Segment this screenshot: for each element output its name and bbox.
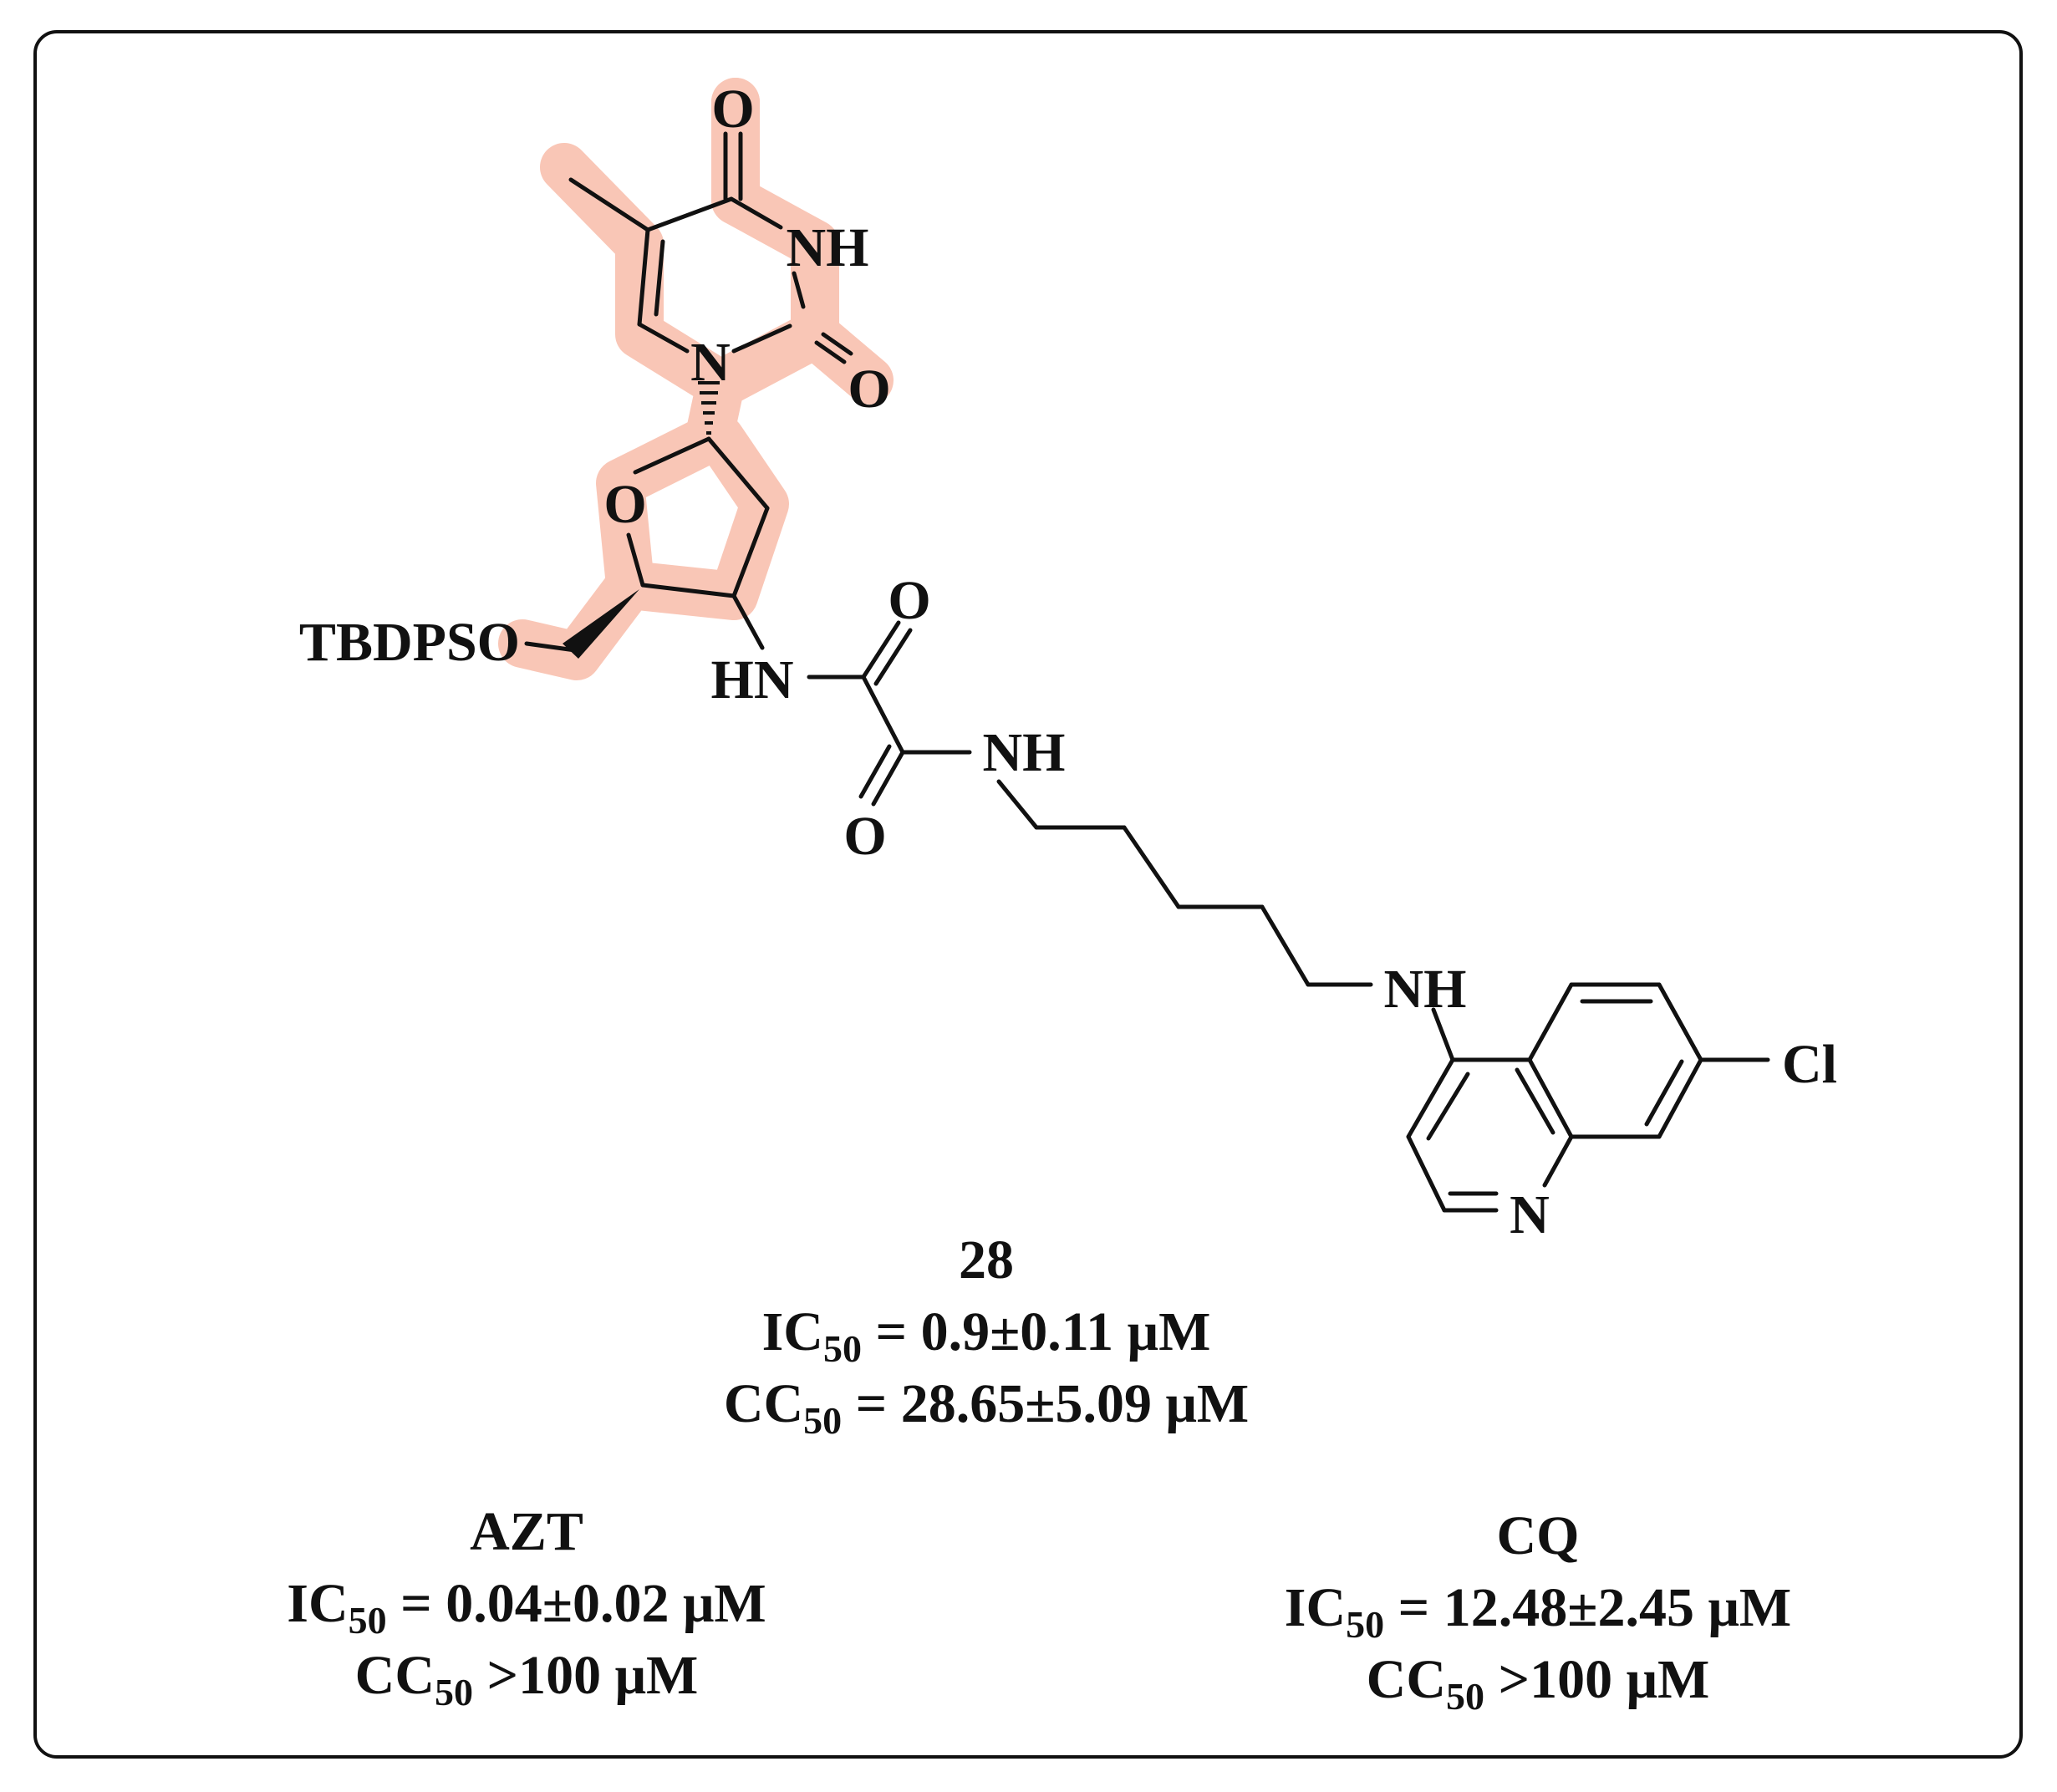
atom-label-n-quinoline: N	[1510, 1184, 1550, 1245]
azt-caption: AZT IC50 = 0.04±0.02 μM CC50 >100 μM	[192, 1496, 861, 1712]
atom-label-o-right: O	[848, 359, 890, 420]
azt-label: AZT	[470, 1501, 583, 1562]
atom-label-n1: N	[690, 332, 731, 393]
atom-label-o-top: O	[711, 79, 754, 140]
cq-caption: CQ IC50 = 12.48±2.45 μM CC50 >100 μM	[1204, 1500, 1872, 1716]
compound-ic50: IC50 = 0.9±0.11 μM	[761, 1301, 1211, 1370]
cq-cc50: CC50 >100 μM	[1366, 1649, 1710, 1718]
compound-label: 28	[959, 1229, 1014, 1291]
atom-label-cl: Cl	[1782, 1034, 1837, 1095]
cq-label: CQ	[1496, 1505, 1580, 1566]
atom-label-hn: HN	[711, 649, 794, 710]
cq-ic50: IC50 = 12.48±2.45 μM	[1284, 1577, 1792, 1646]
atom-label-o-oxalyl-1: O	[888, 570, 930, 631]
atom-label-nh-amide: NH	[983, 722, 1066, 783]
atom-label-tbdpso: TBDPSO	[299, 612, 520, 673]
atom-label-nh-ring: NH	[787, 217, 869, 278]
wedge-bond	[563, 589, 639, 659]
atom-label-o-ring: O	[603, 474, 646, 535]
bond-lines	[524, 131, 1770, 1213]
atom-label-o-oxalyl-2: O	[843, 806, 886, 867]
compound-cc50: CC50 = 28.65±5.09 μM	[723, 1373, 1250, 1442]
atom-label-nh-quinoline: NH	[1384, 959, 1467, 1020]
azt-cc50: CC50 >100 μM	[354, 1645, 699, 1713]
compound-28-caption: 28 IC50 = 0.9±0.11 μM CC50 = 28.65±5.09 …	[652, 1224, 1321, 1440]
figure-frame	[33, 30, 2023, 1759]
hashed-bond	[698, 381, 720, 435]
azt-ic50: IC50 = 0.04±0.02 μM	[287, 1573, 766, 1642]
